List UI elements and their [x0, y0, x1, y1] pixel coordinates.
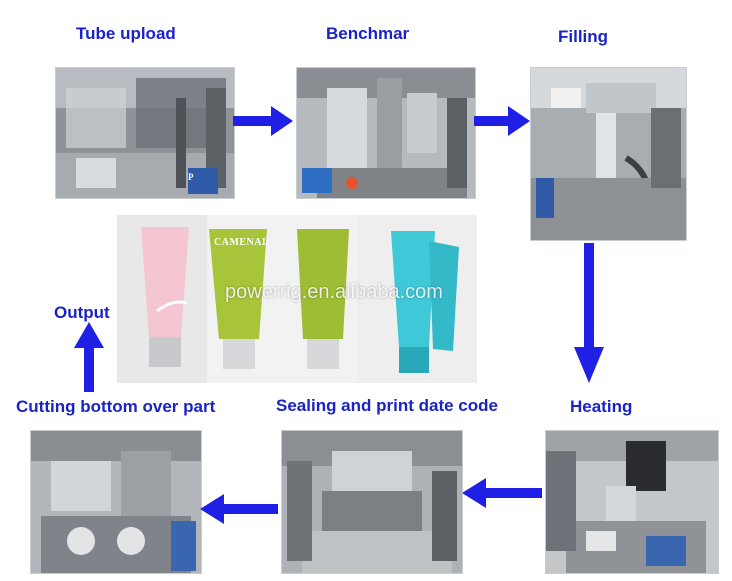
heating-photo	[545, 430, 719, 574]
arrow-icon-1	[233, 104, 293, 138]
step-label-cutting: Cutting bottom over part	[16, 397, 216, 416]
tube-upload-photo: P	[55, 67, 235, 199]
step-label-heating: Heating	[570, 397, 633, 416]
cutting-photo	[30, 430, 202, 574]
arrow-icon-3	[572, 243, 606, 383]
step-label-filling: Filling	[558, 27, 609, 46]
step-label-tube-upload: Tube upload	[76, 24, 176, 43]
step-label-output: Output	[54, 303, 110, 322]
sealing-photo	[281, 430, 463, 574]
product-tubes-photo: CAMENAL powerrig.en.alibaba.com	[117, 215, 477, 383]
arrow-icon-4	[462, 476, 542, 510]
watermark: powerrig.en.alibaba.com	[225, 281, 443, 303]
benchmark-photo	[296, 67, 476, 199]
arrow-icon-2	[474, 104, 530, 138]
powerrig-logo-icon: P	[188, 172, 194, 182]
step-label-sealing: Sealing and print date code	[276, 396, 498, 415]
filling-photo	[530, 67, 687, 241]
step-label-benchmark: Benchmar	[326, 24, 410, 43]
arrow-icon-5	[200, 492, 278, 526]
product-brand: CAMENAL	[214, 237, 270, 248]
arrow-icon-6	[73, 322, 105, 392]
